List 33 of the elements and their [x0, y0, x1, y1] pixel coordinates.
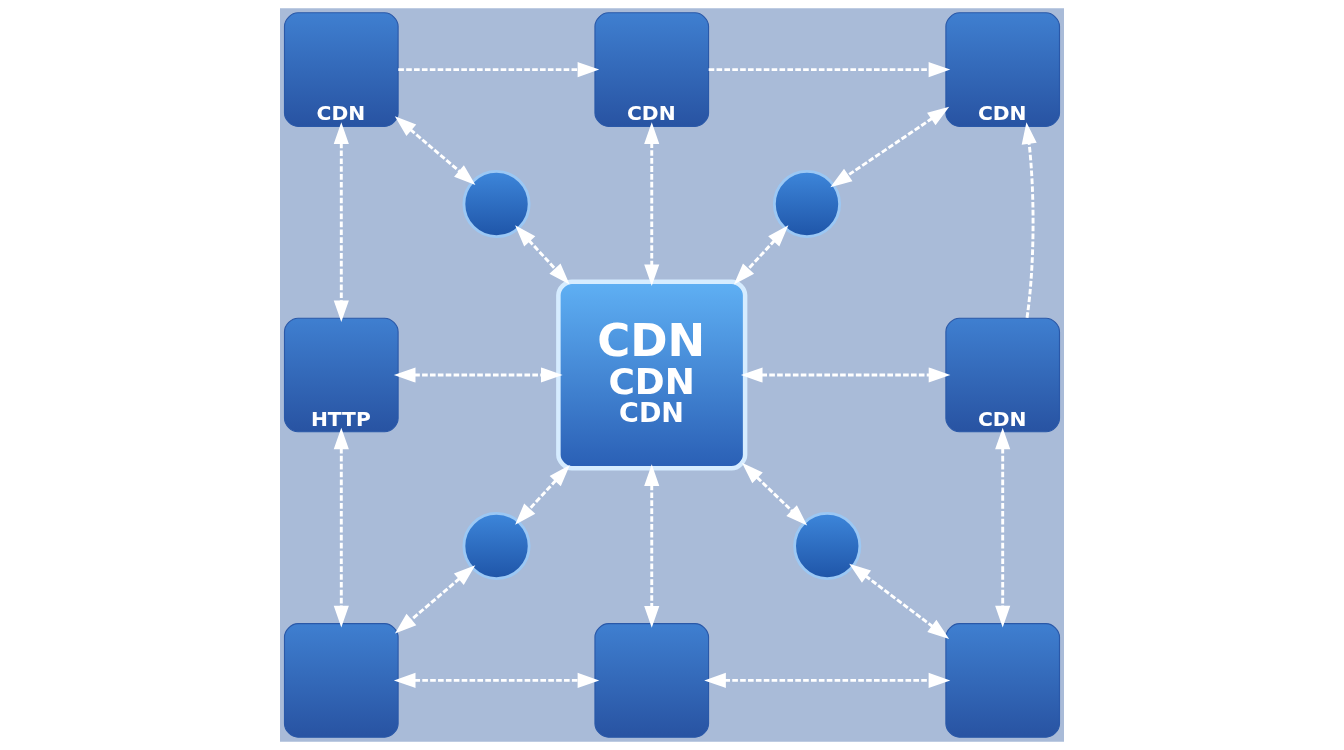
node-circle — [793, 511, 862, 580]
node-box: CDN — [945, 317, 1061, 433]
arrow — [849, 563, 950, 639]
node-box: CDN — [594, 12, 710, 127]
arrow — [394, 565, 476, 634]
node-box — [945, 623, 1061, 738]
node-circle — [462, 170, 531, 239]
arrow — [830, 106, 950, 188]
arrow — [515, 225, 570, 285]
node-box — [594, 623, 710, 738]
arrow — [644, 122, 660, 286]
arrow — [644, 464, 660, 628]
arrow — [708, 62, 951, 78]
arrow — [740, 367, 951, 383]
arrow — [1021, 122, 1037, 318]
arrow — [394, 116, 476, 185]
arrow — [393, 367, 563, 383]
arrow — [704, 672, 951, 688]
node-circle — [462, 511, 531, 580]
arrow — [733, 225, 789, 285]
node-box: CDN — [283, 12, 399, 127]
arrow — [741, 462, 808, 526]
arrow — [515, 465, 570, 525]
node-box: HTTP — [283, 317, 399, 433]
arrow — [333, 427, 349, 628]
arrow — [398, 62, 600, 78]
arrow — [333, 122, 349, 323]
node-box: CDN — [945, 12, 1061, 127]
node-circle — [772, 170, 841, 239]
node-box — [283, 623, 399, 738]
arrow — [995, 427, 1011, 628]
arrow — [393, 672, 600, 688]
node-box: CDN CDN CDN — [556, 279, 748, 471]
